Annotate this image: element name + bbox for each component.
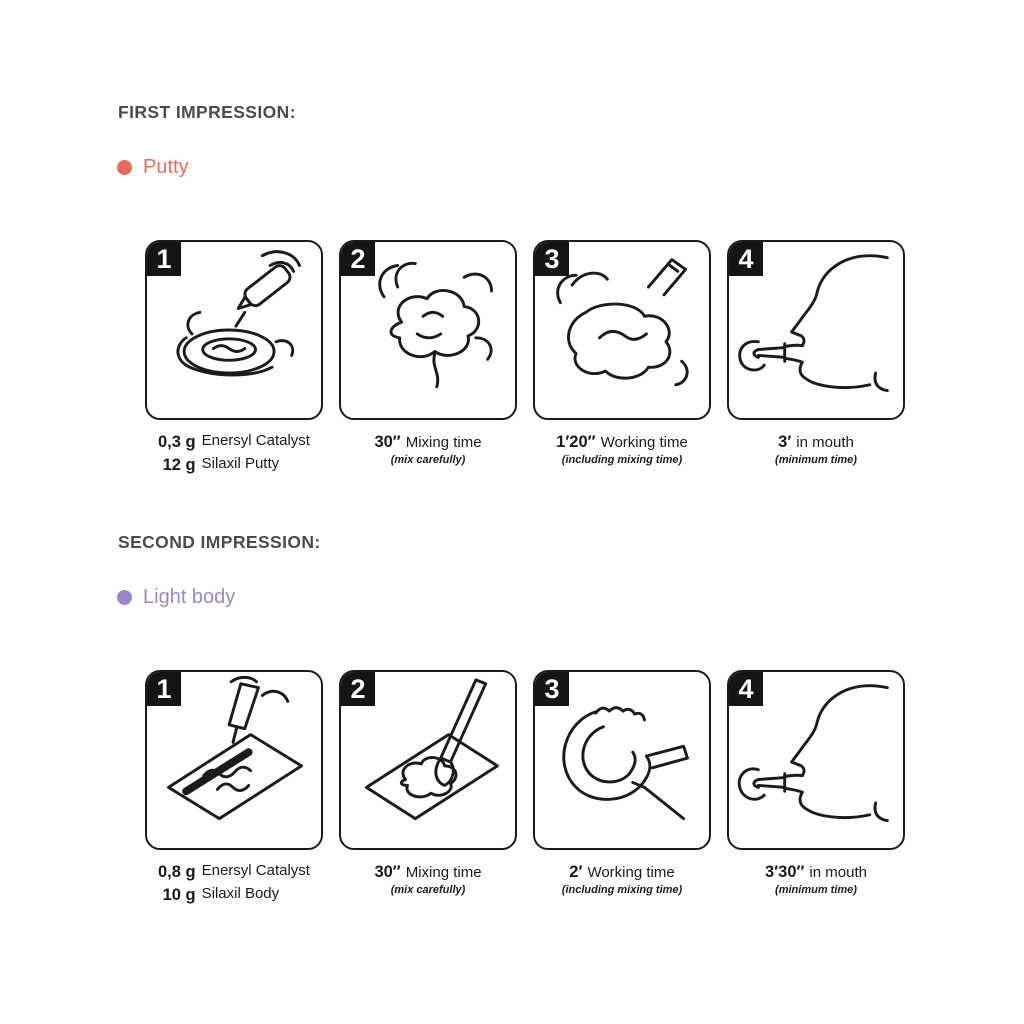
step-number-badge: 3 — [535, 242, 569, 276]
step-frame: 3 — [533, 670, 711, 850]
light-body-bullet-icon — [117, 590, 132, 605]
dispense-catalyst-on-pad-illustration — [167, 675, 303, 821]
first-impression-heading: FIRST IMPRESSION: — [118, 102, 296, 122]
second-impression-heading: SECOND IMPRESSION: — [118, 532, 321, 552]
step-frame: 1 — [145, 670, 323, 850]
mix-with-spatula-illustration — [364, 678, 499, 821]
step-frame: 4 — [727, 240, 905, 420]
step-frame: 4 — [727, 670, 905, 850]
dispense-catalyst-on-putty-illustration — [176, 250, 301, 377]
caption-label: in mouth — [809, 864, 867, 881]
caption-label: Working time — [600, 434, 688, 451]
caption-value: 1′20″ — [556, 433, 596, 451]
caption-label: Mixing time — [405, 434, 482, 451]
caption-note: (mix carefully) — [390, 884, 466, 896]
caption-note: (mix carefully) — [390, 454, 466, 466]
step-number-badge: 2 — [341, 242, 375, 276]
caption-note: (including mixing time) — [561, 884, 683, 896]
step-card: 3 2′Working time (including mixing time) — [533, 670, 711, 905]
step-card: 2 30″Mixing time (mix carefully) — [339, 240, 517, 475]
step-caption: 0,8 g Enersyl Catalyst 10 g Silaxil Body — [145, 862, 323, 905]
caption-note: (minimum time) — [775, 454, 857, 466]
tray-in-mouth-illustration — [737, 684, 889, 823]
caption-value: 30″ — [374, 863, 401, 881]
caption-line: 3′30″in mouth — [727, 862, 905, 883]
step-number-badge: 2 — [341, 672, 375, 706]
caption-pair: 0,3 g Enersyl Catalyst 12 g Silaxil Putt… — [158, 432, 310, 475]
caption-value: 30″ — [374, 433, 401, 451]
caption-line: 30″Mixing time — [339, 432, 517, 453]
step-caption: 3′in mouth (minimum time) — [727, 432, 905, 468]
knead-putty-illustration — [378, 261, 494, 389]
steps-row-light-body: 1 0,8 g Enersyl Catalyst 10 g Silaxil Bo… — [145, 670, 905, 905]
step-caption: 0,3 g Enersyl Catalyst 12 g Silaxil Putt… — [145, 432, 323, 475]
step-caption: 2′Working time (including mixing time) — [533, 862, 711, 898]
step-number-badge: 1 — [147, 242, 181, 276]
step-frame: 1 — [145, 240, 323, 420]
step-number-badge: 3 — [535, 672, 569, 706]
caption-line: 1′20″Working time — [533, 432, 711, 453]
caption-line: 3′in mouth — [727, 432, 905, 453]
material-label-light-body: Light body — [143, 586, 236, 608]
step-card: 3 1′20″Working time (including mixing ti… — [533, 240, 711, 475]
step-frame: 2 — [339, 240, 517, 420]
caption-value: 0,3 g — [158, 433, 196, 451]
caption-label: Mixing time — [405, 864, 482, 881]
place-putty-in-tray-illustration — [556, 258, 689, 387]
material-row-putty: Putty — [117, 156, 189, 179]
caption-pair: 0,8 g Enersyl Catalyst 10 g Silaxil Body — [158, 862, 310, 905]
step-frame: 3 — [533, 240, 711, 420]
caption-label: Working time — [587, 864, 675, 881]
step-number-badge: 4 — [729, 672, 763, 706]
step-card: 1 0,3 g Enersyl Catalyst 12 g Silaxil Pu… — [145, 240, 323, 475]
caption-value: 3′30″ — [765, 863, 805, 881]
caption-value: 2′ — [569, 863, 583, 881]
step-frame: 2 — [339, 670, 517, 850]
material-row-light-body: Light body — [117, 586, 235, 609]
caption-label: Enersyl Catalyst — [201, 432, 310, 449]
step-card: 4 3′30″in mouth (minimum time) — [727, 670, 905, 905]
step-number-badge: 4 — [729, 242, 763, 276]
step-caption: 30″Mixing time (mix carefully) — [339, 862, 517, 898]
caption-line: 30″Mixing time — [339, 862, 517, 883]
caption-label: Silaxil Body — [201, 884, 280, 902]
tray-in-mouth-illustration — [738, 254, 889, 393]
caption-value: 3′ — [778, 433, 792, 451]
caption-label: in mouth — [796, 434, 854, 451]
caption-note: (minimum time) — [775, 884, 857, 896]
step-card: 1 0,8 g Enersyl Catalyst 10 g Silaxil Bo… — [145, 670, 323, 905]
caption-value: 10 g — [162, 885, 196, 904]
caption-label: Enersyl Catalyst — [201, 862, 310, 879]
step-caption: 1′20″Working time (including mixing time… — [533, 432, 711, 468]
caption-value: 12 g — [162, 455, 196, 474]
step-caption: 30″Mixing time (mix carefully) — [339, 432, 517, 468]
step-card: 4 3′in mouth (minimum time) — [727, 240, 905, 475]
caption-value: 0,8 g — [158, 863, 196, 881]
material-label-putty: Putty — [143, 156, 189, 178]
caption-label: Silaxil Putty — [201, 454, 280, 472]
steps-row-putty: 1 0,3 g Enersyl Catalyst 12 g Silaxil Pu… — [145, 240, 905, 475]
putty-bullet-icon — [117, 160, 132, 175]
step-number-badge: 1 — [147, 672, 181, 706]
step-caption: 3′30″in mouth (minimum time) — [727, 862, 905, 898]
step-card: 2 30″Mixing time (mix carefully) — [339, 670, 517, 905]
caption-note: (including mixing time) — [561, 454, 683, 466]
load-tray-light-body-illustration — [562, 706, 689, 821]
caption-line: 2′Working time — [533, 862, 711, 883]
